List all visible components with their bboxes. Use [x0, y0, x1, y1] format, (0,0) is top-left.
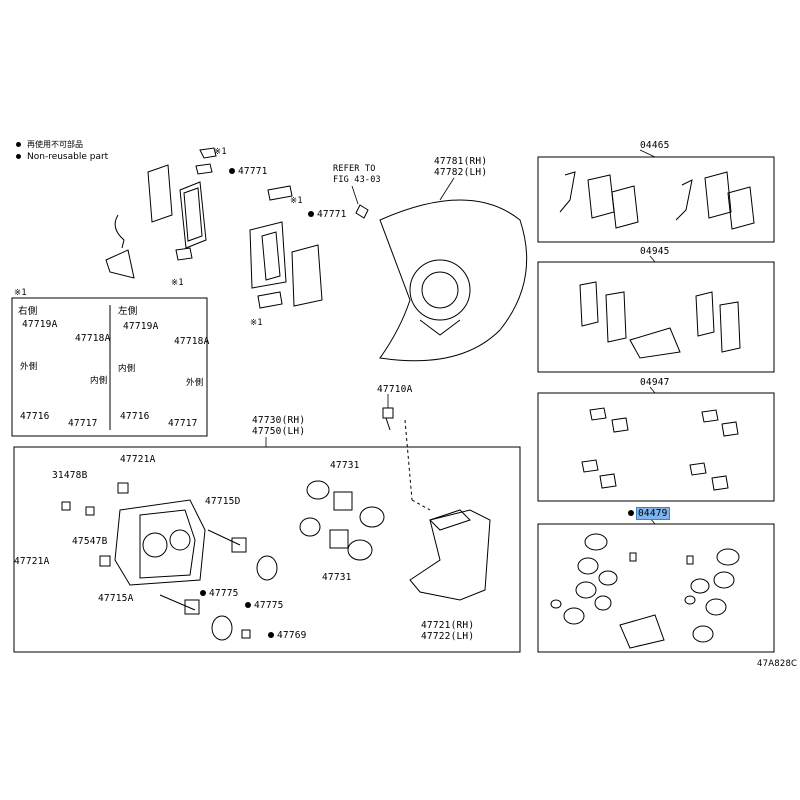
part-label-47771-a[interactable]: 47771 — [229, 166, 268, 177]
part-label-47715d[interactable]: 47715D — [205, 496, 241, 507]
legend-non-reusable-jp: 再使用不可部品 — [16, 139, 108, 150]
inset-label-47716-l[interactable]: 47716 — [120, 411, 150, 422]
kit-04947-parts — [581, 407, 739, 491]
note-mark-1: ※1 — [214, 147, 227, 157]
kit-04465-parts — [559, 171, 755, 230]
part-label-47731-top[interactable]: 47731 — [330, 460, 360, 471]
inset-outer-r: 外側 — [20, 362, 38, 372]
kit-label-04465[interactable]: 04465 — [640, 140, 670, 151]
kit-label-04947[interactable]: 04947 — [640, 377, 670, 388]
brake-pad-set-middle — [249, 185, 323, 309]
inset-label-47719a-r[interactable]: 47719A — [22, 319, 58, 330]
legend-non-reusable-en: Non-reusable part — [16, 152, 108, 162]
part-label-47782[interactable]: 47782(LH) — [434, 167, 488, 178]
inset-title: ※1 — [14, 288, 27, 298]
note-mark-3: ※1 — [171, 278, 184, 288]
inset-label-47718a-l[interactable]: 47718A — [174, 336, 210, 347]
kit-label-04479-highlight[interactable]: 04479 — [636, 507, 670, 520]
inset-label-47717-r[interactable]: 47717 — [68, 418, 98, 429]
refer-line-2[interactable]: FIG 43-03 — [333, 175, 381, 185]
caliper-box — [13, 446, 521, 653]
part-label-47710a[interactable]: 47710A — [377, 384, 413, 395]
note-mark-2: ※1 — [290, 196, 303, 206]
kit-label-04479[interactable]: 04479 — [628, 507, 670, 520]
pistons — [299, 480, 385, 561]
bolt-47710a — [382, 407, 431, 511]
refer-line-1[interactable]: REFER TO — [333, 164, 376, 174]
part-label-47722[interactable]: 47722(LH) — [421, 631, 475, 642]
kit-label-04945[interactable]: 04945 — [640, 246, 670, 257]
note-mark-4: ※1 — [250, 318, 263, 328]
inset-right-header: 右側 — [18, 306, 38, 317]
inset-label-47717-l[interactable]: 47717 — [168, 418, 198, 429]
part-label-47771-b[interactable]: 47771 — [308, 209, 347, 220]
caliper-body — [114, 499, 206, 586]
legend: 再使用不可部品 Non-reusable part — [16, 139, 108, 162]
disc-dust-shield — [355, 199, 528, 362]
part-label-47750[interactable]: 47750(LH) — [252, 426, 306, 437]
kit-04945-parts — [579, 281, 741, 359]
kit-04479-parts — [550, 533, 740, 649]
inset-left-header: 左側 — [118, 306, 138, 317]
part-label-47715a[interactable]: 47715A — [98, 593, 134, 604]
part-label-47721a-top[interactable]: 47721A — [120, 454, 156, 465]
inset-box — [11, 297, 208, 437]
kit-box-04479 — [537, 523, 775, 653]
part-label-47775-b[interactable]: 47775 — [245, 600, 284, 611]
leader-lines — [265, 149, 656, 525]
part-label-47769[interactable]: 47769 — [268, 630, 307, 641]
diagram-id: 47A828C — [757, 659, 798, 669]
part-label-47781[interactable]: 47781(RH) — [434, 156, 488, 167]
kit-box-04465 — [537, 156, 775, 243]
kit-box-04947 — [537, 392, 775, 502]
inset-inner-l: 内側 — [118, 364, 136, 374]
inset-label-47716-r[interactable]: 47716 — [20, 411, 50, 422]
part-label-47721[interactable]: 47721(RH) — [421, 620, 475, 631]
part-label-47730[interactable]: 47730(RH) — [252, 415, 306, 426]
inset-label-47718a-r[interactable]: 47718A — [75, 333, 111, 344]
part-label-47775-a[interactable]: 47775 — [200, 588, 239, 599]
part-label-31478b[interactable]: 31478B — [52, 470, 88, 481]
part-label-47721a-left[interactable]: 47721A — [14, 556, 50, 567]
caliper-mounting-bracket — [409, 509, 491, 601]
inset-label-47719a-l[interactable]: 47719A — [123, 321, 159, 332]
brake-pad-set-upper — [105, 147, 217, 279]
kit-box-04945 — [537, 261, 775, 373]
part-label-47731-bot[interactable]: 47731 — [322, 572, 352, 583]
inset-outer-l: 外側 — [186, 378, 204, 388]
slide-pins — [61, 482, 278, 641]
inset-inner-r: 内側 — [90, 376, 108, 386]
part-label-47547b[interactable]: 47547B — [72, 536, 108, 547]
